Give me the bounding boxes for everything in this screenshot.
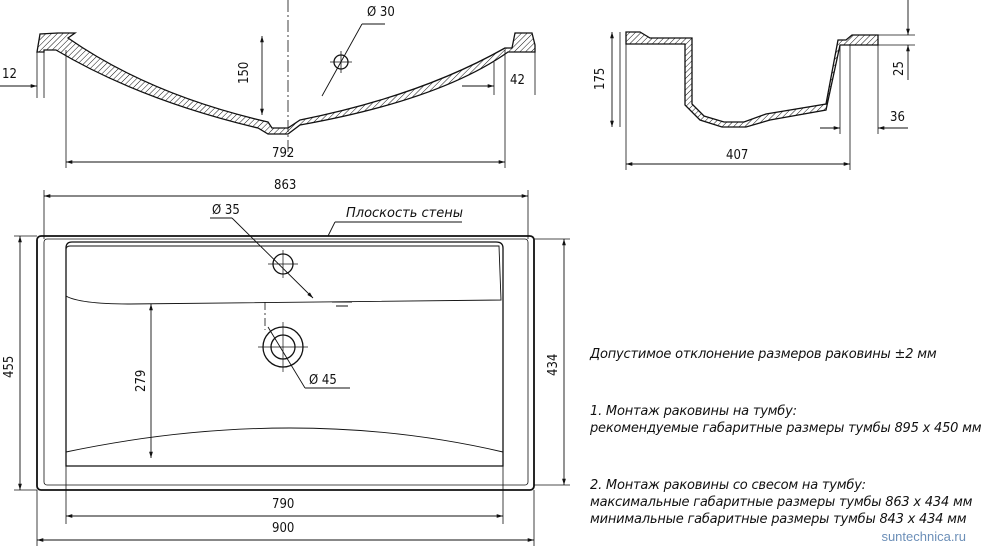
tolerance-note: Допустимое отклонение размеров раковины … (590, 347, 937, 362)
dim-rim-12: 12 (2, 67, 17, 82)
dim-height-434: 434 (546, 354, 561, 376)
dim-tap-hole-35: Ø 35 (212, 203, 240, 218)
dim-depth-407: 407 (726, 148, 748, 163)
dim-total-900: 900 (272, 521, 294, 536)
dim-total-863: 863 (274, 178, 296, 193)
dim-rim-42: 42 (510, 73, 525, 88)
mounting-2-min: минимальные габаритные размеры тумбы 843… (590, 512, 967, 527)
dim-offset-36: 36 (890, 110, 905, 125)
mounting-2-title: 2. Монтаж раковины со свесом на тумбу: (590, 478, 866, 493)
basin-bowl-contour (65, 241, 504, 467)
dim-height-455: 455 (2, 356, 17, 378)
dim-bowl-279: 279 (134, 370, 149, 392)
mounting-1-title: 1. Монтаж раковины на тумбу: (590, 404, 797, 419)
side-section-view (610, 0, 915, 170)
dim-rim-25: 25 (892, 61, 907, 76)
dim-hole-30: Ø 30 (367, 5, 395, 20)
basin-outer-contour (36, 235, 535, 491)
dim-drain-45: Ø 45 (309, 373, 337, 388)
front-section-view (0, 0, 536, 168)
mounting-2-max: максимальные габаритные размеры тумбы 86… (590, 495, 973, 510)
wall-plane-label: Плоскость стены (346, 206, 463, 221)
dim-inner-790: 790 (272, 497, 294, 512)
watermark: suntechnica.ru (881, 529, 966, 544)
dim-width-792: 792 (272, 146, 294, 161)
dim-height-175: 175 (593, 68, 608, 90)
mounting-1-recommended: рекомендуемые габаритные размеры тумбы 8… (590, 421, 981, 436)
front-section-profile (36, 32, 536, 135)
dim-depth-150: 150 (237, 62, 252, 84)
plan-view (14, 190, 570, 546)
